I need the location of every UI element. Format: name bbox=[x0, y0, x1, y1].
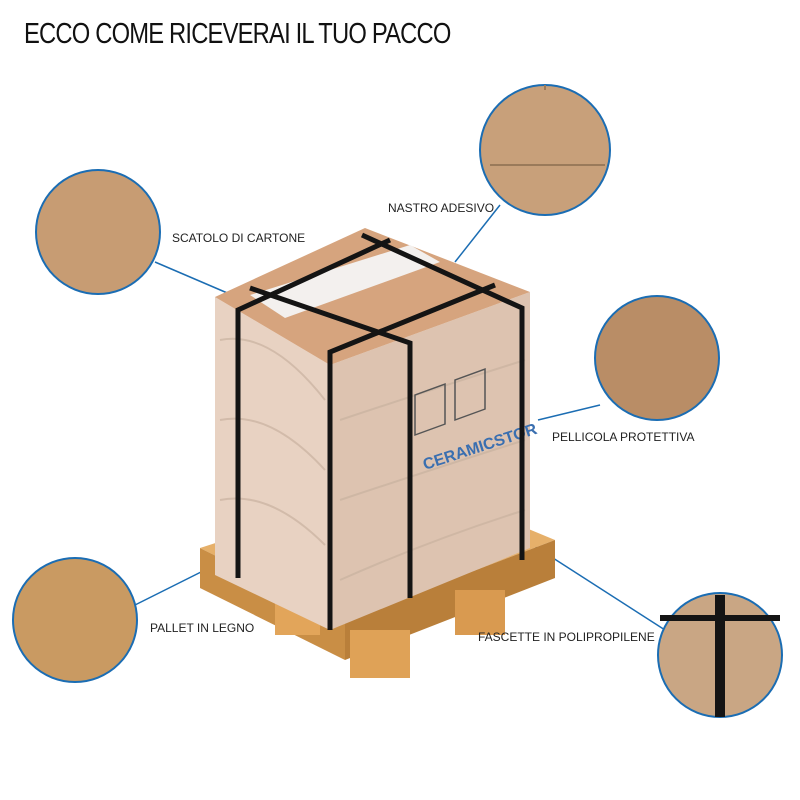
label-tape: NASTRO ADESIVO bbox=[388, 201, 495, 215]
tape-detail-circle bbox=[479, 84, 611, 216]
straps bbox=[235, 232, 525, 630]
label-straps: FASCETTE IN POLIPROPILENE bbox=[478, 630, 655, 644]
label-cardboard-box: SCATOLO DI CARTONE bbox=[172, 231, 306, 245]
cardboard-detail-circle bbox=[35, 169, 161, 295]
label-pallet: PALLET IN LEGNO bbox=[150, 621, 255, 635]
pallet-detail-circle bbox=[12, 557, 138, 683]
film-detail-circle bbox=[594, 295, 720, 421]
label-film: PELLICOLA PROTETTIVA bbox=[552, 430, 695, 444]
page-title: ECCO COME RICEVERAI IL TUO PACCO bbox=[24, 18, 451, 50]
tape bbox=[250, 245, 440, 318]
cardboard-box: CERAMICSTOR bbox=[215, 228, 540, 630]
